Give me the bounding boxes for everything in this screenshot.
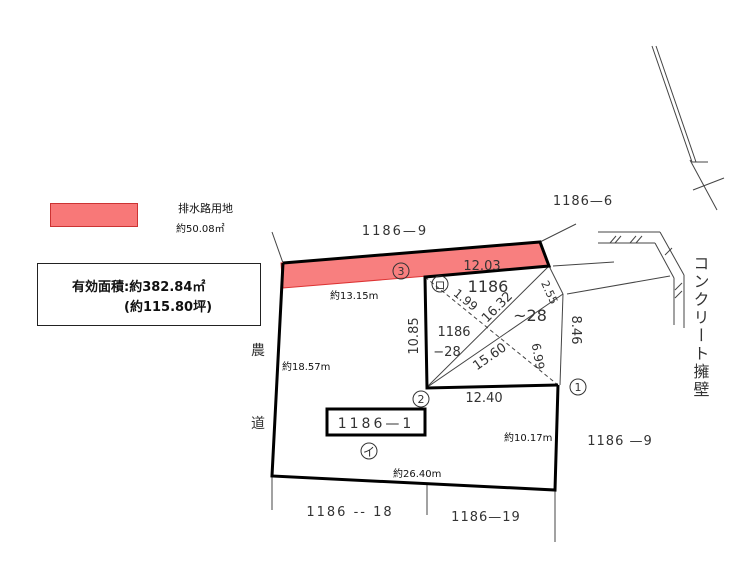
point-2-circle	[412, 390, 430, 408]
effective-area-tsubo: (約115.80坪)	[124, 300, 213, 315]
parcel-east: 1186 —9	[587, 434, 653, 449]
legend-swatch	[50, 203, 138, 227]
parcel-north: 1186—9	[362, 224, 428, 239]
legend-area: 約50.08㎡	[176, 224, 225, 235]
dim-top: 12.03	[463, 259, 500, 274]
point-3-circle	[392, 262, 410, 280]
road-char-2: 道	[251, 416, 265, 432]
point-1-circle	[569, 378, 587, 396]
dim-right: 8.46	[568, 316, 583, 345]
lot-label-box	[325, 407, 427, 437]
boundary-lines	[271, 45, 725, 542]
measure-strip-bottom: 約13.15m	[330, 289, 378, 302]
point-1: 1	[575, 381, 582, 394]
effective-area-box: 有効面積:約382.84㎡ (約115.80坪)	[37, 263, 261, 326]
dim-diag2: 15.60	[470, 340, 509, 374]
effective-area: 有効面積:約382.84㎡	[72, 280, 206, 295]
lot-boundaries	[270, 240, 560, 492]
road-char-1: 農	[251, 343, 265, 359]
lot-ro-suffix: ~28	[513, 306, 547, 325]
parcel-south-left: 1186 -- 18	[306, 505, 393, 520]
wall-label: コンクリート擁壁	[691, 255, 710, 399]
dim-bottom: 12.40	[465, 391, 502, 406]
drainage-strip	[280, 241, 550, 289]
point-3: 3	[398, 265, 405, 278]
dim-dash2: 6.99	[529, 342, 547, 371]
dim-left: 10.85	[407, 317, 422, 354]
measure-left: 約18.57m	[282, 360, 330, 373]
lot-ro-circle	[431, 275, 449, 293]
lot-ro-number: 1186	[468, 277, 509, 296]
lot-label: 1186—1	[338, 416, 415, 432]
lot-ro-inner: 1186	[437, 325, 470, 340]
measure-bottom: 約26.40m	[393, 467, 441, 480]
point-2: 2	[418, 393, 425, 406]
lot-ro-mark: ロ	[435, 279, 446, 292]
lot-i-mark: イ	[363, 445, 375, 459]
measure-right: 約10.17m	[504, 431, 552, 444]
legend-label: 排水路用地	[178, 202, 233, 215]
parcel-south-right: 1186—19	[451, 510, 521, 525]
parcel-northeast: 1186—6	[553, 194, 613, 209]
lot-ro-inner2: −28	[433, 345, 460, 360]
lot-i-circle	[360, 442, 378, 460]
